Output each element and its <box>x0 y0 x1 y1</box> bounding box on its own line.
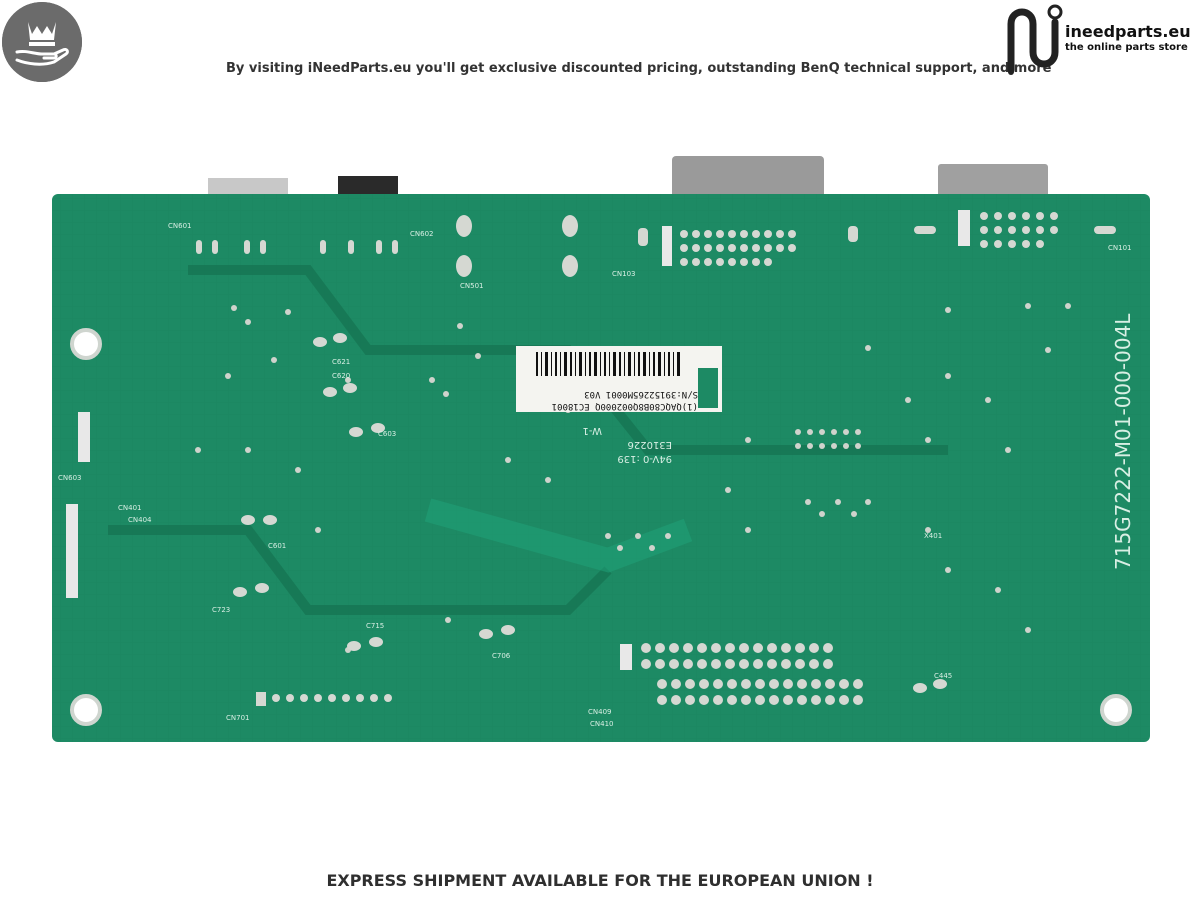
shipping-banner: EXPRESS SHIPMENT AVAILABLE FOR THE EUROP… <box>326 871 874 890</box>
silkscreen-label: CN103 <box>612 270 636 278</box>
crown-hand-icon <box>2 2 82 82</box>
ul-marking: 94V-0 :139 E310226 W-1 <box>583 425 672 464</box>
brand-logo[interactable]: ineedparts.eu the online parts store <box>1003 2 1195 76</box>
silkscreen-label: CN701 <box>226 714 250 722</box>
ul-rating: 94V-0 :139 <box>617 453 672 464</box>
silkscreen-label: C620 <box>332 372 350 380</box>
serial-sticker: (1)QAQC80B8Q002000Q EC18001 S/N:39152265… <box>516 346 722 412</box>
silkscreen-label: CN409 <box>588 708 612 716</box>
vga-connector <box>938 164 1048 198</box>
silkscreen-label: C715 <box>366 622 384 630</box>
dvi-connector <box>672 156 824 198</box>
silkscreen-label: CN602 <box>410 230 434 238</box>
circuit-board-photo: (1)QAQC80B8Q002000Q EC18001 S/N:39152265… <box>48 150 1156 750</box>
silkscreen-label: CN410 <box>590 720 614 728</box>
sticker-line-2: S/N:39152265M0001 V03 <box>584 389 698 399</box>
silkscreen-label: CN404 <box>128 516 152 524</box>
promo-banner: By visiting iNeedParts.eu you'll get exc… <box>226 61 1052 76</box>
mounting-hole-icon <box>70 328 1132 726</box>
ul-code: E310226 <box>628 439 673 450</box>
silkscreen-label: CN501 <box>460 282 484 290</box>
circuit-n-logo-icon <box>1007 4 1063 75</box>
silkscreen-label: C706 <box>492 652 511 660</box>
brand-name: ineedparts.eu <box>1065 22 1191 41</box>
silkscreen-label: CN601 <box>168 222 192 230</box>
silkscreen-label: C621 <box>332 358 350 366</box>
audio-jack <box>208 178 288 198</box>
silkscreen-label: CN101 <box>1108 244 1132 252</box>
brand-tagline: the online parts store <box>1065 42 1188 53</box>
silkscreen-label: C603 <box>378 430 396 438</box>
sticker-line-1: (1)QAQC80B8Q002000Q EC18001 <box>552 401 698 411</box>
silkscreen-label: C723 <box>212 606 230 614</box>
ul-grade: W-1 <box>583 425 602 436</box>
silkscreen-label: C601 <box>268 542 286 550</box>
silkscreen-label: C445 <box>934 672 952 680</box>
part-number: 715G7222-M01-000-004L <box>1111 313 1135 570</box>
silkscreen-label: CN401 <box>118 504 142 512</box>
silkscreen-label: CN603 <box>58 474 82 482</box>
silkscreen-label: X401 <box>924 532 942 540</box>
headphone-jack <box>338 176 398 198</box>
